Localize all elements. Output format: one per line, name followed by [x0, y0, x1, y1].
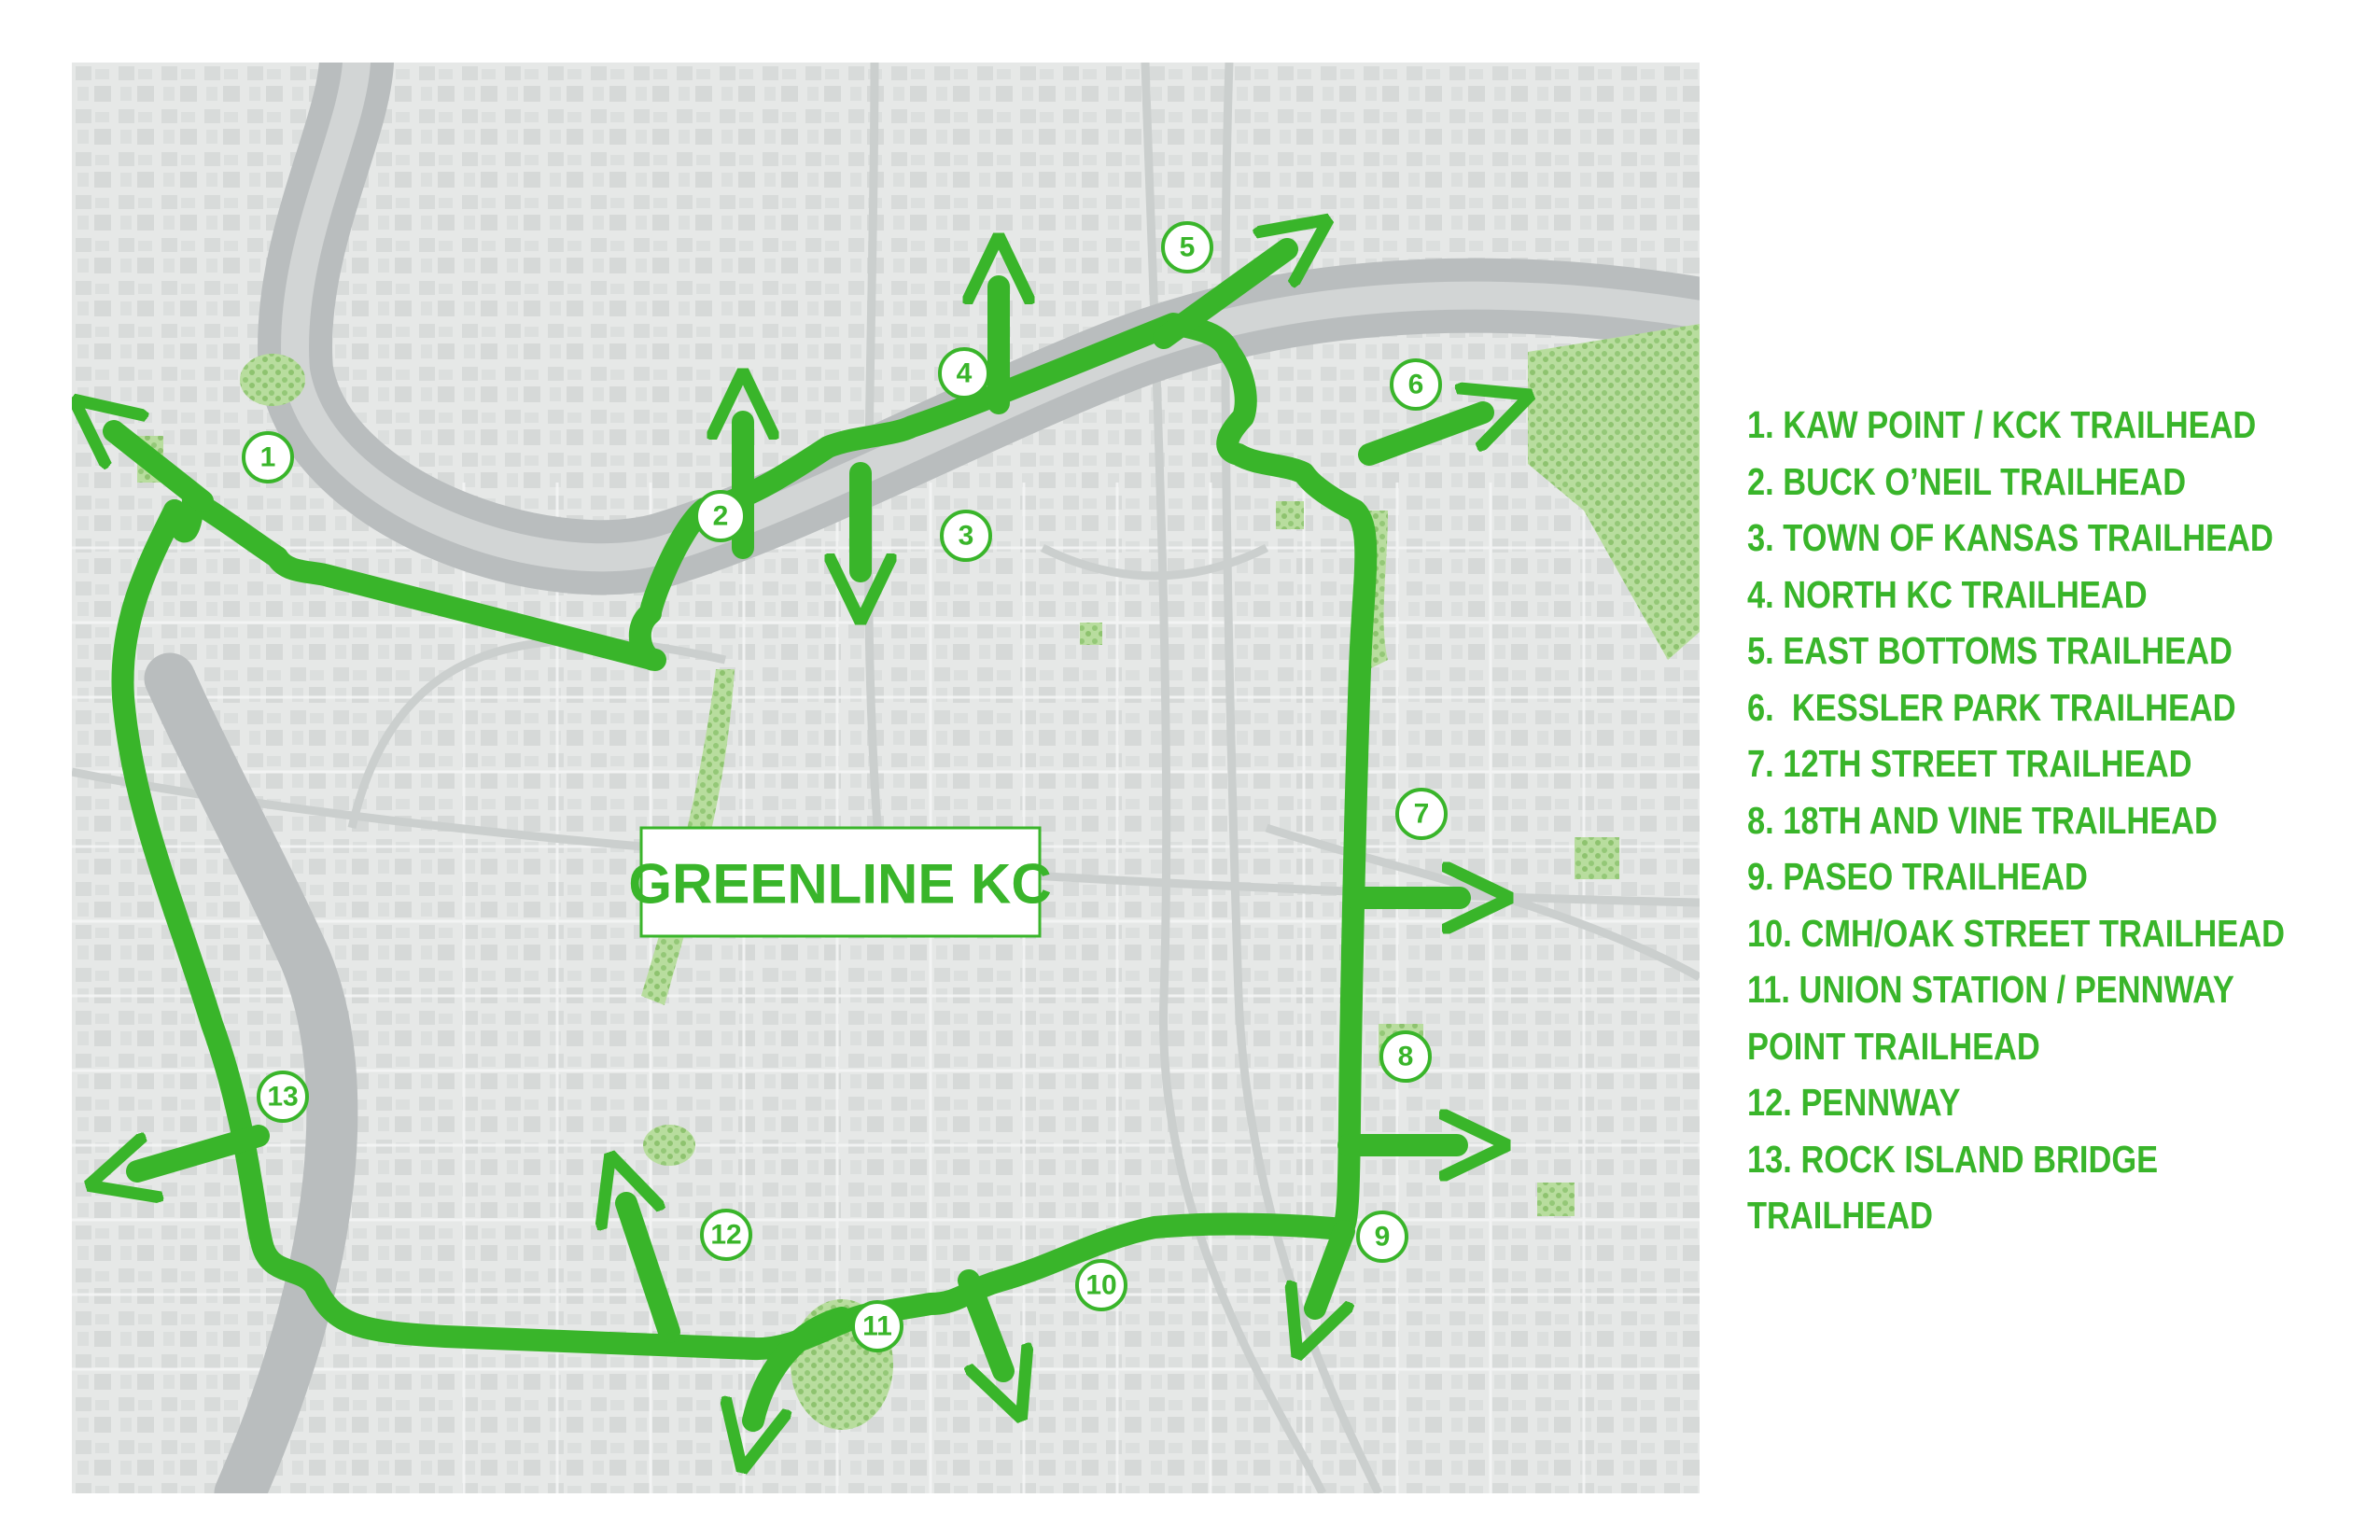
svg-text:7: 7 [1414, 799, 1430, 830]
legend-item: POINT TRAILHEAD [1747, 1024, 2040, 1068]
legend-item: 4. NORTH KC TRAILHEAD [1747, 572, 2148, 616]
basemap [72, 63, 1700, 1493]
arrow-trailhead-6 [1358, 413, 1483, 466]
trailhead-marker-4[interactable]: 4 [938, 347, 990, 399]
svg-text:2: 2 [713, 501, 729, 532]
arrow-trailhead-9 [1315, 1220, 1355, 1309]
arrow-trailhead-10 [958, 1269, 1003, 1371]
greenline-route [111, 313, 1378, 1361]
svg-text:10: 10 [1085, 1270, 1116, 1301]
arrow-trailhead-5 [1153, 249, 1287, 349]
legend-item: 2. BUCK O’NEIL TRAILHEAD [1747, 459, 2187, 503]
map-title: GREENLINE KC [628, 853, 1051, 916]
legend-item: 8. 18TH AND VINE TRAILHEAD [1747, 798, 2218, 842]
legend-item: 3. TOWN OF KANSAS TRAILHEAD [1747, 516, 2274, 559]
legend-item: TRAILHEAD [1747, 1194, 1933, 1237]
svg-text:6: 6 [1408, 370, 1424, 400]
trailhead-marker-2[interactable]: 2 [694, 490, 747, 542]
trailhead-marker-12[interactable]: 12 [700, 1209, 752, 1261]
trailhead-marker-11[interactable]: 11 [851, 1300, 903, 1352]
legend-item: 1. KAW POINT / KCK TRAILHEAD [1747, 403, 2257, 446]
trailhead-marker-3[interactable]: 3 [940, 510, 992, 562]
trailhead-marker-7[interactable]: 7 [1395, 788, 1448, 840]
legend-item: 6. KESSLER PARK TRAILHEAD [1747, 685, 2236, 729]
trailhead-marker-13[interactable]: 13 [257, 1071, 309, 1123]
river [144, 63, 1700, 1493]
arrow-trailhead-1 [114, 431, 214, 512]
legend-item: 12. PENNWAY [1747, 1081, 1961, 1124]
legend-item: 11. UNION STATION / PENNWAY [1747, 968, 2234, 1011]
arrow-trailhead-12 [626, 1203, 680, 1343]
trailhead-marker-8[interactable]: 8 [1379, 1030, 1432, 1083]
aerial-map[interactable]: 1 2 3 4 5 6 7 [72, 63, 1700, 1493]
svg-text:11: 11 [862, 1311, 892, 1342]
trailhead-marker-9[interactable]: 9 [1356, 1211, 1408, 1263]
trailhead-marker-5[interactable]: 5 [1161, 221, 1213, 273]
trailhead-marker-6[interactable]: 6 [1390, 358, 1442, 411]
arrow-trailhead-11 [753, 1307, 853, 1421]
svg-text:8: 8 [1398, 1042, 1414, 1072]
legend-item: 13. ROCK ISLAND BRIDGE [1747, 1137, 2159, 1181]
svg-text:13: 13 [267, 1082, 298, 1113]
trailhead-marker-1[interactable]: 1 [242, 431, 294, 483]
svg-text:5: 5 [1180, 232, 1196, 263]
svg-text:12: 12 [710, 1220, 741, 1251]
legend-item: 10. CMH/OAK STREET TRAILHEAD [1747, 911, 2285, 955]
svg-text:1: 1 [260, 442, 276, 473]
trailhead-marker-10[interactable]: 10 [1075, 1259, 1127, 1311]
trailhead-legend: 1. KAW POINT / KCK TRAILHEAD 2. BUCK O’N… [1747, 397, 2345, 1244]
trailhead-markers: 1 2 3 4 5 6 7 [242, 221, 1448, 1352]
arrow-trailhead-13 [137, 1125, 270, 1171]
map-title-box: GREENLINE KC [628, 826, 1052, 938]
legend-item: 5. EAST BOTTOMS TRAILHEAD [1747, 629, 2233, 672]
svg-text:9: 9 [1375, 1222, 1391, 1253]
svg-text:4: 4 [957, 358, 973, 389]
legend-item: 7. 12TH STREET TRAILHEAD [1747, 742, 2192, 785]
svg-text:3: 3 [959, 521, 974, 552]
legend-item: 9. PASEO TRAILHEAD [1747, 855, 2088, 898]
